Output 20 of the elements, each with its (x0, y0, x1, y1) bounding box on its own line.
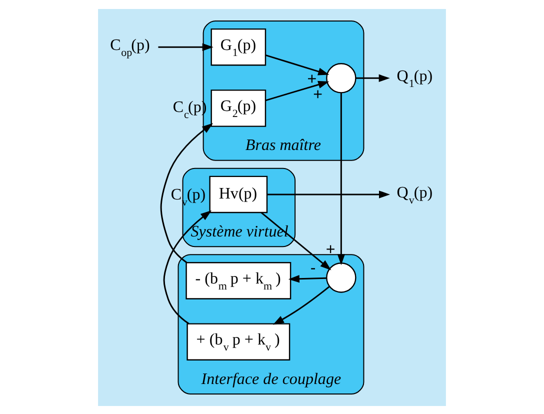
node-text: C$_{op}$(p) (110, 36, 150, 58)
node-text: Q$_{1}$(p) (396, 67, 433, 90)
arrow (265, 54, 330, 75)
node-box: - (b$_{m}$ p + k$_{m}$ ) (186, 262, 292, 299)
arrow (265, 80, 330, 101)
node-box: Hv(p) (209, 175, 268, 213)
arrow (160, 122, 214, 263)
arrow (356, 74, 390, 82)
arrow (267, 190, 390, 198)
node-circle (326, 62, 356, 93)
node-circle (326, 262, 356, 292)
edge-label: - (310, 258, 316, 276)
arrow (158, 42, 214, 50)
arrow (272, 285, 330, 324)
node-box: G$_{1}$(p) (210, 28, 266, 66)
node-box: + (b$_{v}$ p + k$_{v}$ ) (186, 322, 290, 360)
node-box: G$_{2}$(p) (210, 89, 266, 126)
arrow (288, 274, 326, 282)
arrow (337, 92, 346, 265)
node-text: Q$_{v}$(p) (396, 184, 433, 206)
